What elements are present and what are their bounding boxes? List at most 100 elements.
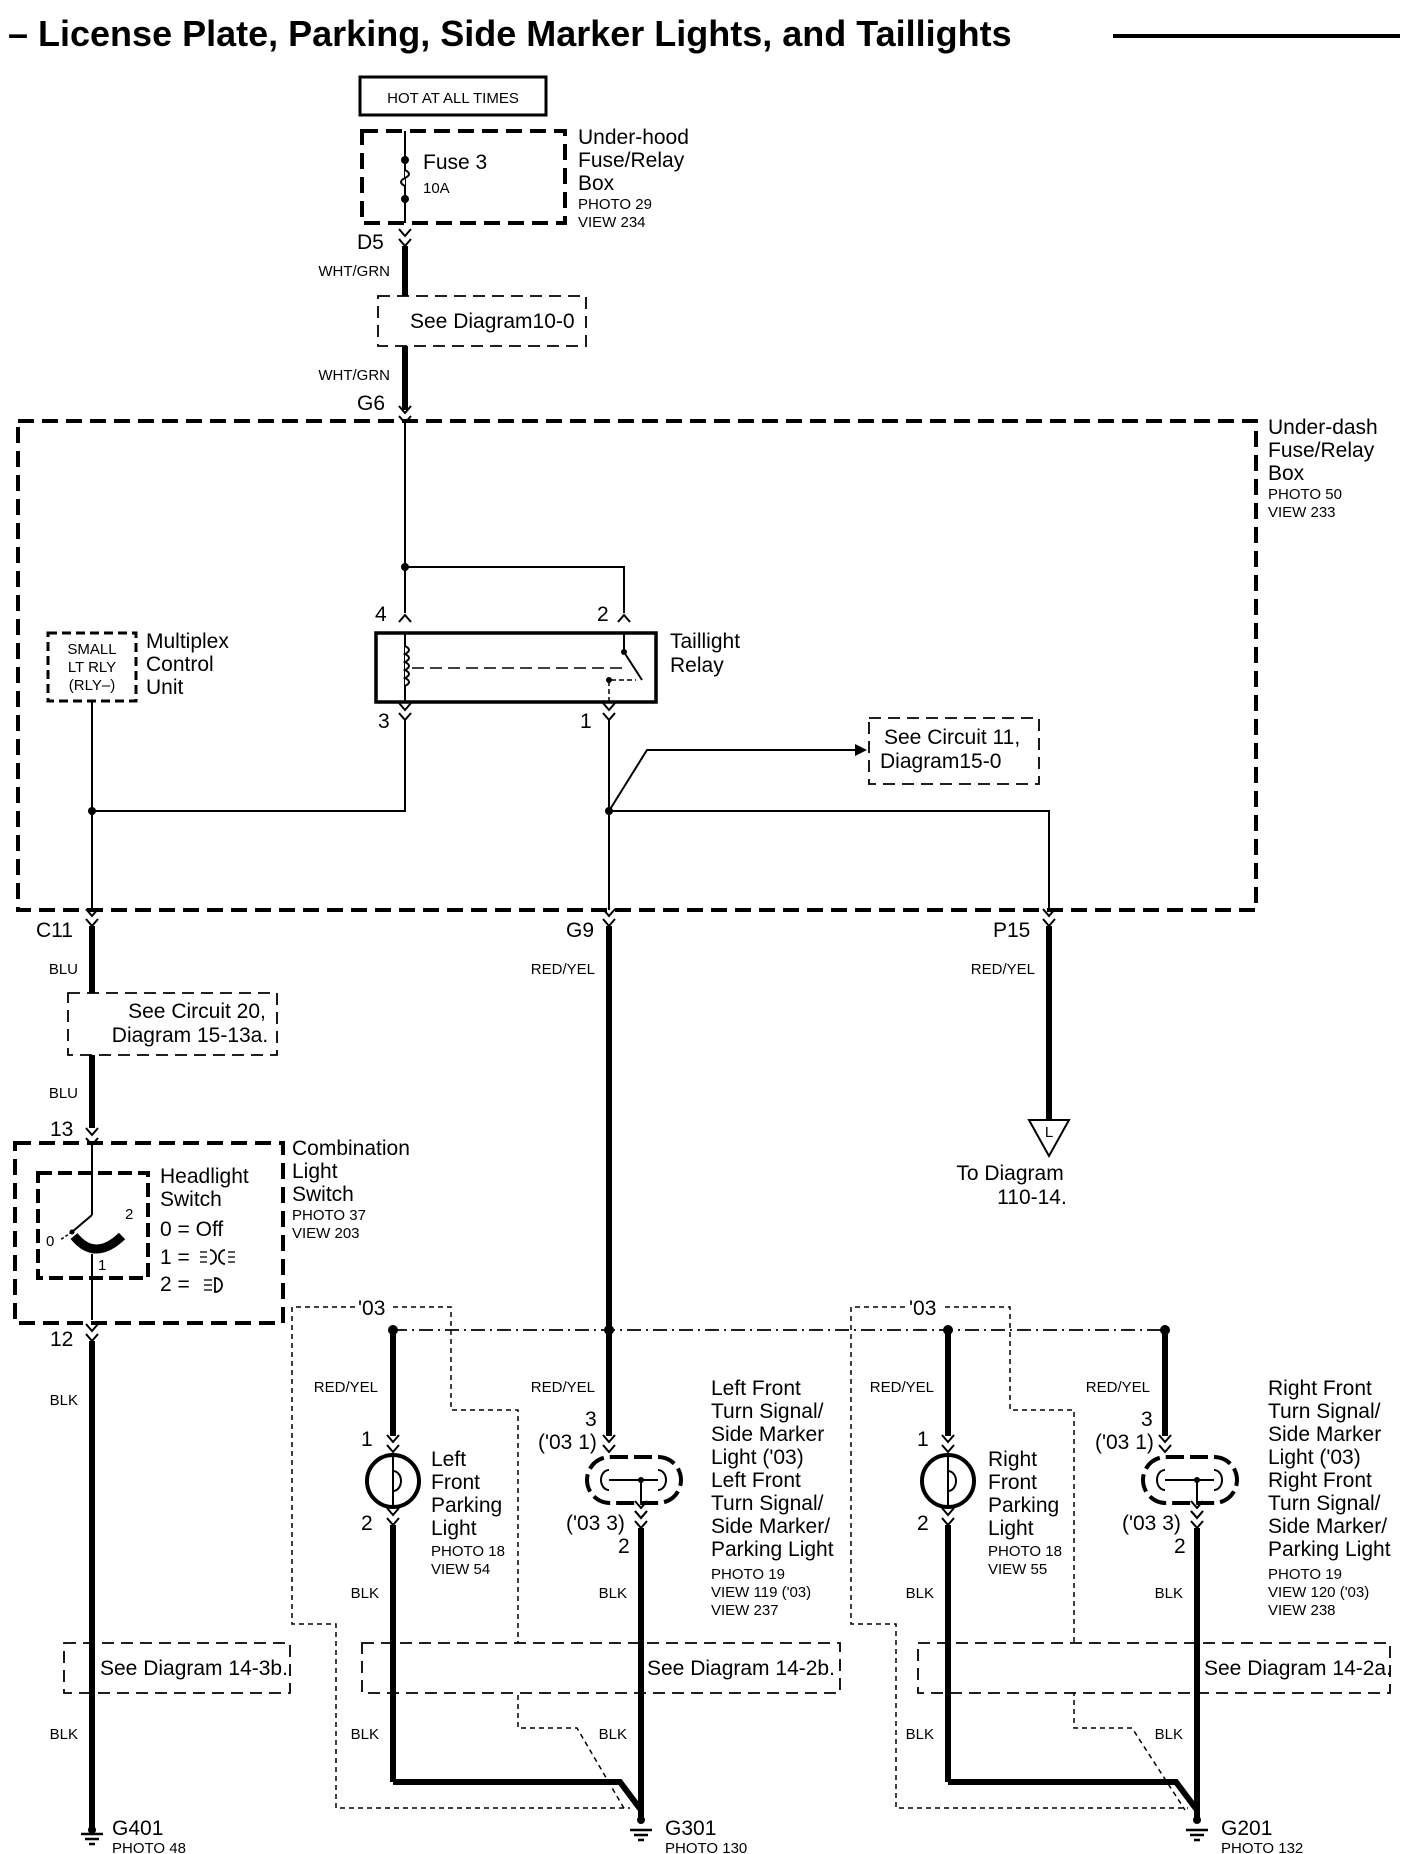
right-turn-pin-3: 3 (1141, 1408, 1153, 1431)
right-parking-pin-2: 2 (917, 1512, 929, 1535)
relay-switch-terminal (606, 677, 612, 683)
relay-pin4-plug (398, 613, 412, 623)
left-turn-name-7: Side Marker/ (711, 1515, 830, 1538)
left-turn-connector-top (602, 1434, 616, 1453)
right-turn-connector-bottom (1190, 1510, 1204, 1529)
combo-switch-view: VIEW 203 (292, 1225, 360, 1242)
ref-diagram-14-2a (917, 1642, 1391, 1694)
underhood-name-1: Under-hood (578, 126, 689, 149)
left-turn-pin-3: 3 (585, 1408, 597, 1431)
right-turn-name-7: Side Marker/ (1268, 1515, 1387, 1538)
relay-pin2-plug (617, 613, 631, 623)
connector-g9 (602, 908, 616, 927)
relay-pin3-wire (92, 720, 406, 812)
fuse-icon (400, 169, 410, 187)
right-parking-name-2: Front (988, 1471, 1037, 1494)
fuse-rating: 10A (423, 180, 450, 197)
diagram-title: – License Plate, Parking, Side Marker Li… (8, 13, 1012, 54)
switch-pos-2: 2 (125, 1206, 133, 1223)
wire-color-blk-1: BLK (50, 1392, 78, 1409)
ref-circuit-11-line2: Diagram15-0 (880, 750, 1001, 773)
relay-pin-1: 1 (580, 710, 592, 733)
relay-pin3-plug (398, 702, 412, 721)
left-turn-bulb-icon-a (600, 1469, 610, 1491)
ref-diagram-14-3b (63, 1642, 291, 1694)
legend-position-2: 2 = (160, 1273, 190, 1296)
connector-12 (85, 1323, 99, 1342)
ref-circuit-20-line2: Diagram 15-13a. (112, 1024, 268, 1047)
wire-color-blu-2: BLU (49, 1085, 78, 1102)
right-parking-photo: PHOTO 18 (988, 1543, 1062, 1560)
hot-at-all-times-box (358, 75, 548, 117)
left-parking-photo: PHOTO 18 (431, 1543, 505, 1560)
circuit-11-arrow (855, 744, 867, 756)
relay-pin-4: 4 (375, 603, 387, 626)
left-turn-name-5: Left Front (711, 1469, 801, 1492)
combo-switch-name-2: Light (292, 1160, 338, 1183)
variant-03-left-outer (291, 1306, 630, 1809)
terminal-12: 12 (50, 1328, 73, 1351)
relay-pin2-wire (405, 566, 625, 613)
combo-switch-name-1: Combination (292, 1137, 410, 1160)
left-turn-name-6: Turn Signal/ (711, 1492, 824, 1515)
mcu-inner-2: LT RLY (68, 659, 116, 676)
ref-diagram-14-2a-text: See Diagram 14-2a. (1204, 1657, 1392, 1680)
variant-03-left-inner (393, 1306, 626, 1811)
terminal-g9: G9 (566, 919, 594, 942)
left-parking-name-2: Front (431, 1471, 480, 1494)
wire-color-wht-grn-2: WHT/GRN (318, 367, 390, 384)
ground-g201-photo: PHOTO 132 (1221, 1840, 1303, 1854)
mcu-inner-1: SMALL (67, 641, 116, 658)
ground-g301-node (637, 1816, 645, 1824)
wire-color-left-parking-blk-2: BLK (351, 1726, 379, 1743)
wire-color-blk-2: BLK (50, 1726, 78, 1743)
combo-switch-photo: PHOTO 37 (292, 1207, 366, 1224)
switch-pos-1: 1 (98, 1257, 106, 1274)
left-turn-name-2: Turn Signal/ (711, 1400, 824, 1423)
left-parking-name-4: Light (431, 1517, 477, 1540)
left-turn-pin-2: 2 (618, 1535, 630, 1558)
left-parking-pin-2: 2 (361, 1512, 373, 1535)
left-parking-connector-bottom (386, 1507, 400, 1526)
left-turn-pin-03-3: ('03 3) (566, 1512, 625, 1535)
right-parking-connector-bottom (941, 1507, 955, 1526)
right-turn-connector-top (1158, 1434, 1172, 1453)
ground-g401-name: G401 (112, 1817, 163, 1840)
left-turn-name-3: Side Marker (711, 1423, 824, 1446)
wire-left-ground-join (393, 1779, 644, 1812)
wire-color-left-turn: RED/YEL (531, 1379, 595, 1396)
terminal-13: 13 (50, 1118, 73, 1141)
relay-switch-contact (623, 651, 643, 681)
hot-at-all-times-label: HOT AT ALL TIMES (387, 90, 519, 107)
underdash-name-2: Fuse/Relay (1268, 439, 1375, 462)
terminal-p15: P15 (993, 919, 1030, 942)
ref-circuit-20 (67, 992, 278, 1056)
left-parking-pin-1: 1 (361, 1428, 373, 1451)
multiplex-control-unit (46, 631, 138, 703)
ground-g401-node (88, 1826, 96, 1834)
underhood-photo: PHOTO 29 (578, 196, 652, 213)
off-page-connector-icon (1027, 1119, 1071, 1159)
switch-pos-0: 0 (46, 1233, 54, 1250)
wire-color-red-yel-p15: RED/YEL (971, 961, 1035, 978)
ground-g201-node (1193, 1816, 1201, 1824)
wire-right-ground-join (948, 1779, 1200, 1812)
ref-diagram-10-0-text: See Diagram10-0 (410, 310, 575, 333)
right-turn-pin-03-1: ('03 1) (1095, 1431, 1154, 1454)
right-turn-name-3: Side Marker (1268, 1423, 1381, 1446)
left-turn-name-4: Light ('03) (711, 1446, 804, 1469)
ground-g201-icon (1184, 1828, 1210, 1842)
underhood-name-3: Box (578, 172, 615, 195)
left-turn-pin-03-1: ('03 1) (538, 1431, 597, 1454)
ref-circuit-11-line1: See Circuit 11, (884, 726, 1020, 749)
ground-g401-icon (79, 1832, 105, 1846)
left-turn-connector-bottom (634, 1510, 648, 1529)
variant-03-right-inner (945, 1306, 1186, 1811)
right-parking-connector-top (941, 1434, 955, 1453)
ref-circuit-11 (868, 717, 1040, 785)
fuse-name: Fuse 3 (423, 151, 487, 174)
wire-color-right-turn: RED/YEL (1086, 1379, 1150, 1396)
p15-internal-wire (609, 810, 1050, 910)
relay-name-2: Relay (670, 654, 724, 677)
